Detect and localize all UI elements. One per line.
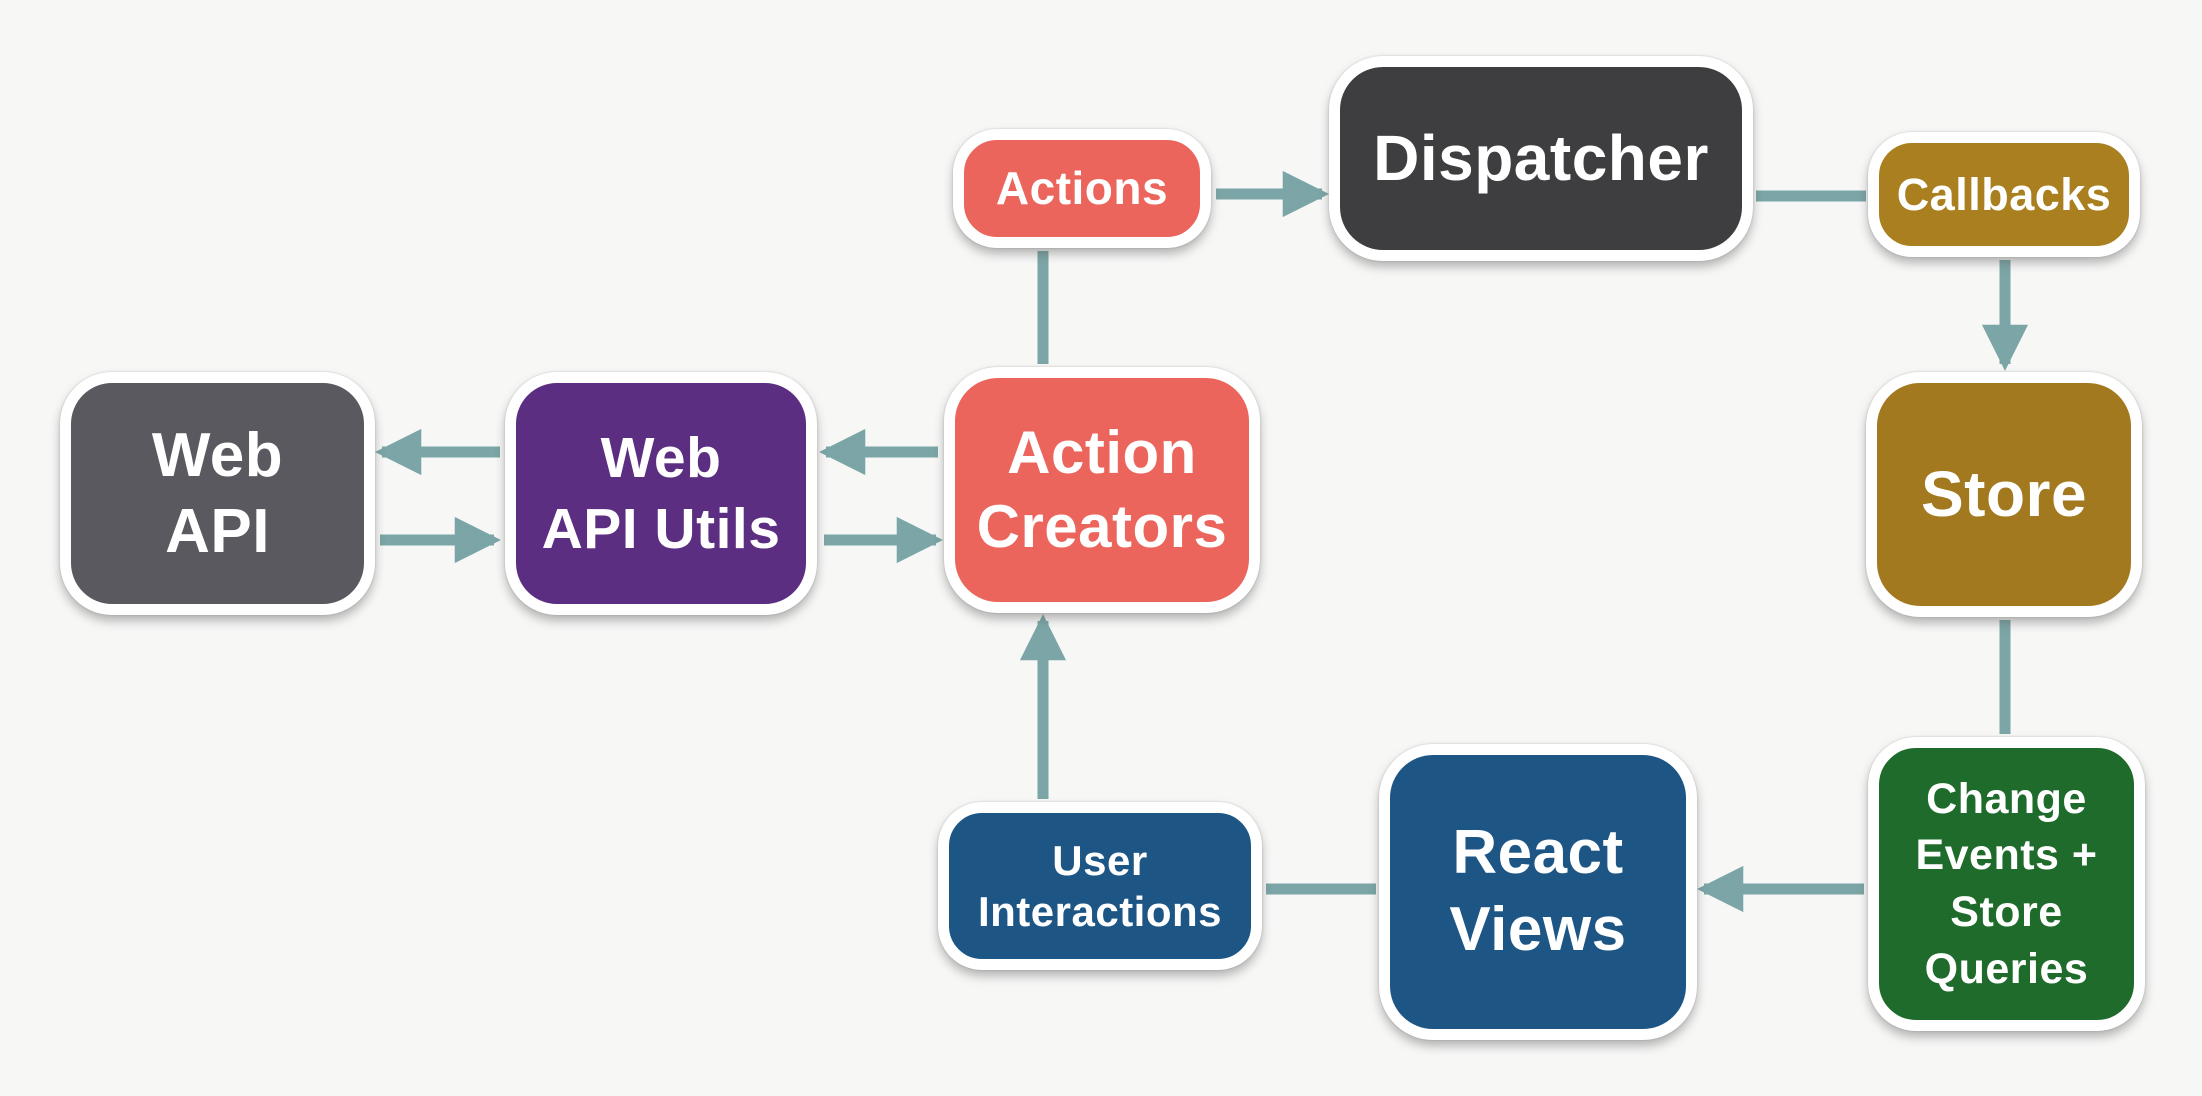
node-web-api-utils-label: Web API Utils <box>541 425 781 561</box>
node-react-views: React Views <box>1379 744 1697 1040</box>
node-react-views-label: React Views <box>1449 818 1627 964</box>
node-actions: Actions <box>953 129 1211 248</box>
node-user-interactions-label: User Interactions <box>977 836 1223 935</box>
node-user-interactions: User Interactions <box>938 802 1262 970</box>
node-store-label: Store <box>1920 458 2088 531</box>
node-actions-label: Actions <box>995 162 1169 215</box>
node-dispatcher: Dispatcher <box>1329 56 1753 261</box>
node-web-api-utils: Web API Utils <box>505 372 817 615</box>
edge-group <box>375 170 2029 913</box>
node-callbacks-label: Callbacks <box>1896 168 2112 220</box>
node-change-events: Change Events + Store Queries <box>1868 737 2145 1031</box>
node-store: Store <box>1866 372 2142 617</box>
node-callbacks: Callbacks <box>1868 132 2140 257</box>
node-dispatcher-label: Dispatcher <box>1373 122 1709 195</box>
node-change-events-label: Change Events + Store Queries <box>1915 774 2098 993</box>
node-web-api: Web API <box>60 372 375 615</box>
node-action-creators: Action Creators <box>944 367 1260 613</box>
node-action-creators-label: Action Creators <box>976 418 1228 560</box>
node-web-api-label: Web API <box>151 420 284 566</box>
